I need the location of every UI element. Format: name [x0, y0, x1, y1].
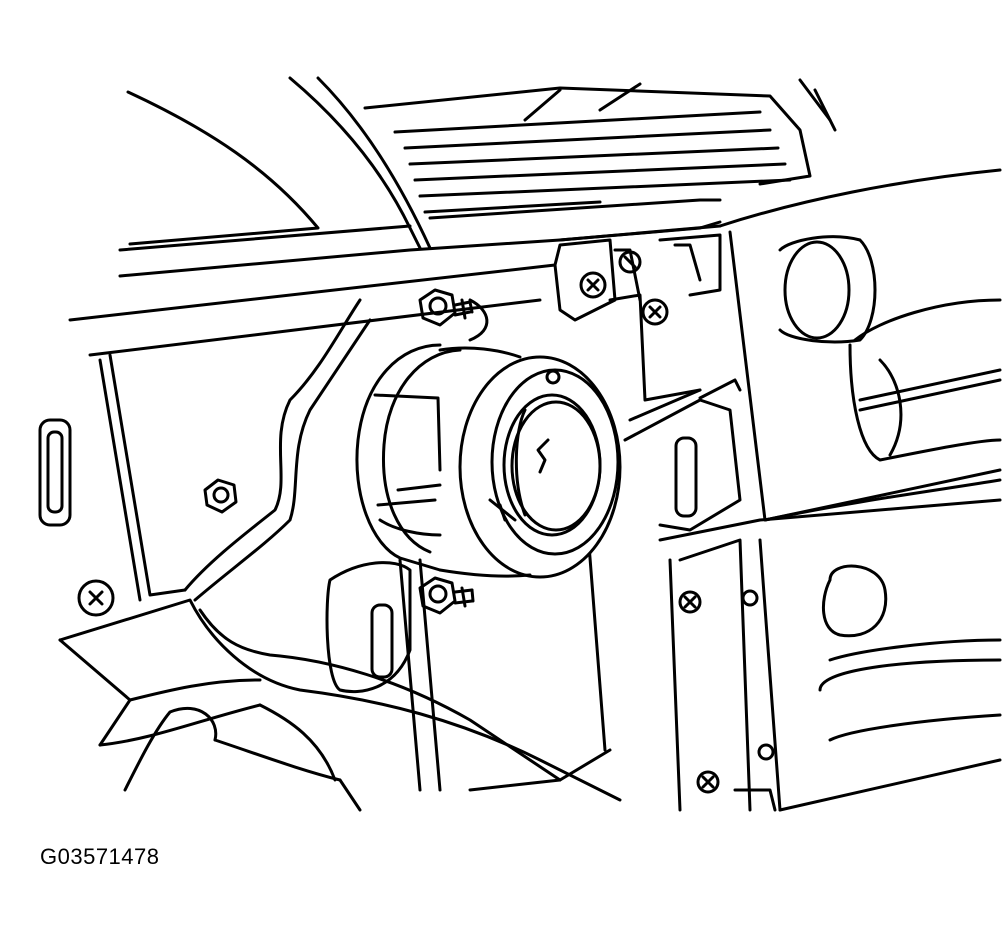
lower-right-trim: [658, 498, 1002, 812]
figure-id: G03571478: [40, 844, 160, 869]
left-trim-slot: [38, 418, 72, 527]
upper-dash-outline: [68, 76, 722, 357]
steering-column-shroud: [58, 298, 622, 812]
mounting-bracket: [623, 378, 742, 532]
defroster-vent: [363, 78, 837, 242]
upper-bracket: [553, 233, 722, 402]
ignition-lock-cylinder-icon: [355, 343, 622, 579]
screw-icon: [77, 250, 720, 794]
cluster-panel: [718, 168, 1002, 522]
hex-nut-icon: [203, 288, 475, 615]
